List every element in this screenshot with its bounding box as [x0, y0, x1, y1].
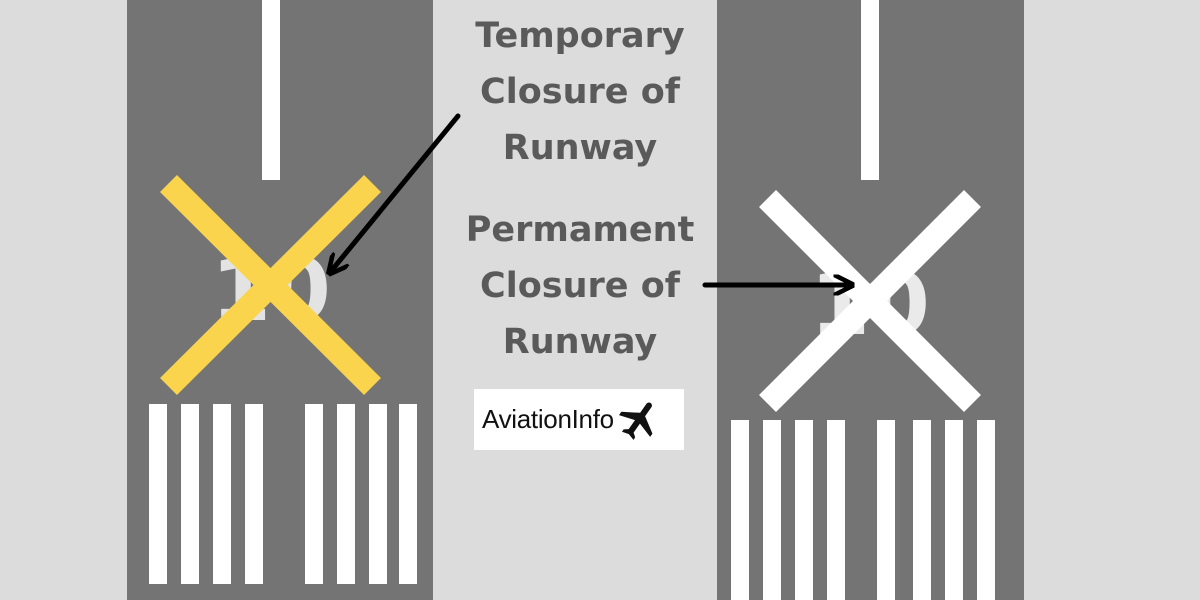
- temporary-closure-x: [160, 175, 381, 395]
- threshold-bar: [213, 404, 231, 584]
- airplane-icon: [618, 401, 653, 440]
- left-threshold-bars: [149, 404, 417, 584]
- caption-line: Runway: [502, 128, 658, 168]
- right-runway: 10: [717, 0, 1024, 600]
- threshold-bar: [399, 404, 417, 584]
- right-threshold-bars: [731, 420, 995, 600]
- threshold-bar: [245, 404, 263, 584]
- left-runway-centerline: [262, 0, 280, 180]
- aviationinfo-logo: AviationInfo: [474, 389, 684, 450]
- temporary-closure-arrow: [332, 113, 461, 270]
- threshold-bar: [877, 420, 895, 600]
- caption-line: Permament: [465, 210, 695, 250]
- threshold-bar: [369, 404, 387, 584]
- threshold-bar: [913, 420, 931, 600]
- threshold-bar: [945, 420, 963, 600]
- threshold-bar: [827, 420, 845, 600]
- threshold-bar: [763, 420, 781, 600]
- logo-text: AviationInfo: [482, 404, 614, 434]
- right-runway-centerline: [861, 0, 879, 180]
- left-runway: 10: [127, 0, 433, 600]
- caption-line: Closure of: [480, 266, 680, 306]
- threshold-bar: [795, 420, 813, 600]
- temporary-closure-caption: Temporary Closure of Runway: [430, 8, 730, 176]
- threshold-bar: [149, 404, 167, 584]
- caption-line: Closure of: [480, 72, 680, 112]
- permanent-closure-caption: Permament Closure of Runway: [430, 202, 730, 370]
- threshold-bar: [731, 420, 749, 600]
- threshold-bar: [977, 420, 995, 600]
- permanent-closure-x: [759, 190, 981, 412]
- threshold-bar: [337, 404, 355, 584]
- threshold-bar: [305, 404, 323, 584]
- caption-line: Temporary: [475, 16, 685, 56]
- threshold-bar: [181, 404, 199, 584]
- caption-line: Runway: [502, 322, 658, 362]
